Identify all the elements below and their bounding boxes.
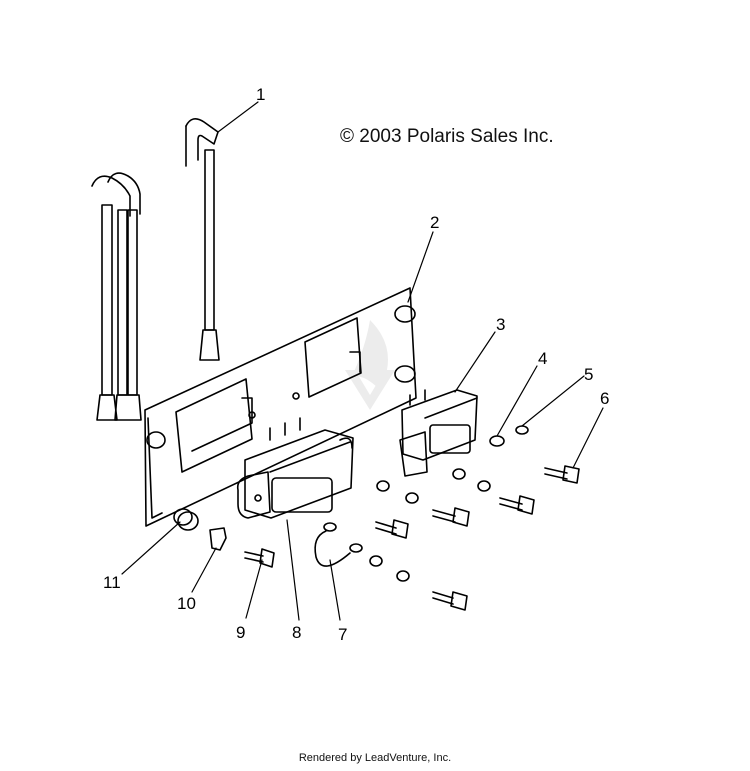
lock-washer: [515, 425, 529, 435]
washer: [489, 435, 505, 447]
spark-plug-wire-pair: [91, 172, 142, 421]
ignition-coil-large: [236, 417, 354, 519]
ignition-mounting-plate: [144, 287, 417, 527]
leader-lines: [121, 101, 604, 621]
callout-10: 10: [177, 594, 196, 613]
callout-4: 4: [538, 349, 548, 368]
callout-5: 5: [584, 365, 594, 384]
callout-6: 6: [600, 389, 610, 408]
callout-7: 7: [338, 625, 348, 644]
callout-3: 3: [496, 315, 506, 334]
callout-8: 8: [292, 623, 302, 642]
grommet: [173, 508, 199, 531]
bushing: [209, 527, 227, 551]
ignition-coil-small: [399, 389, 478, 477]
callout-9: 9: [236, 623, 246, 642]
copyright-text: © 2003 Polaris Sales Inc.: [340, 126, 554, 147]
callout-1: 1: [256, 85, 266, 104]
spark-plug-wire-single: [185, 118, 220, 361]
mounting-bolts: [244, 465, 580, 611]
callout-2: 2: [430, 213, 440, 232]
ground-wire: [314, 522, 363, 567]
callout-11: 11: [103, 573, 121, 592]
footer-credit: Rendered by LeadVenture, Inc.: [298, 752, 452, 764]
hex-nuts: [369, 468, 491, 582]
watermark-logo: [345, 320, 395, 410]
